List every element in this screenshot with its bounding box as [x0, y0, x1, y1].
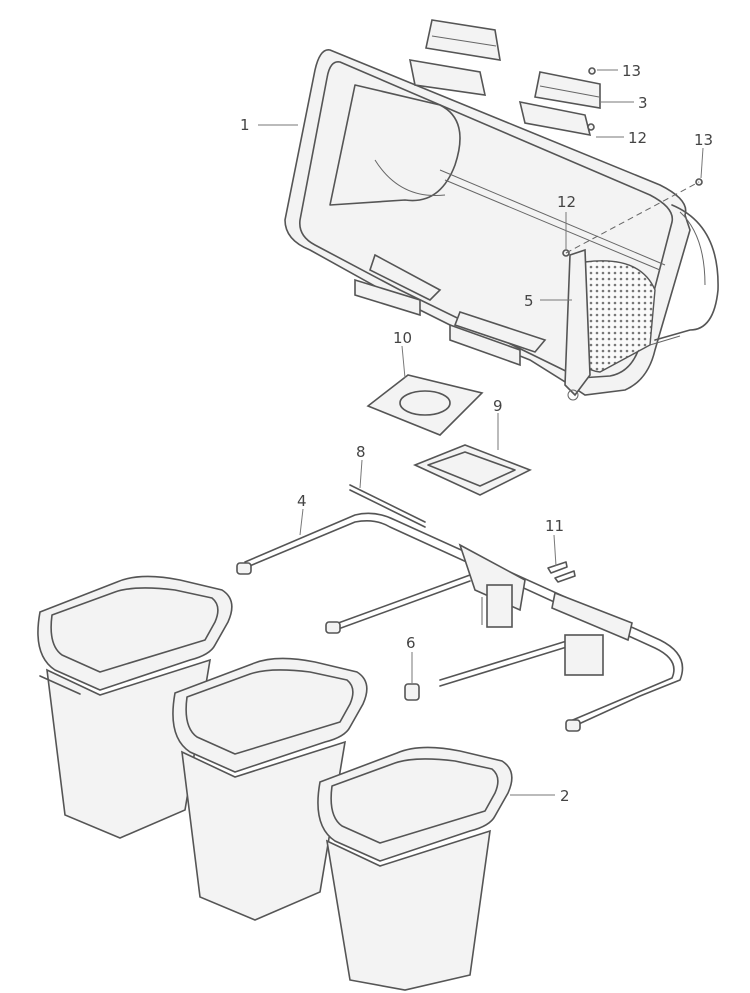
- callout-5: 5: [524, 292, 534, 310]
- leader-lines: [258, 69, 704, 796]
- clips: [547, 561, 576, 583]
- bag-housing: [284, 49, 719, 396]
- callout-8: 8: [356, 443, 366, 461]
- callout-13-right: 13: [694, 131, 713, 149]
- callout-2: 2: [560, 787, 570, 805]
- callout-13-top: 13: [622, 62, 641, 80]
- pin: [404, 683, 420, 701]
- callout-12-middle: 12: [557, 193, 576, 211]
- callout-3: 3: [638, 94, 648, 112]
- bin-left: [37, 575, 233, 839]
- callout-9: 9: [493, 397, 503, 415]
- rear-mesh-screen: [564, 248, 656, 401]
- support-frame: [236, 512, 684, 732]
- seal-ring: [412, 444, 532, 496]
- fasteners: [562, 67, 703, 257]
- bin-middle: [172, 657, 368, 921]
- support-rod: [349, 484, 426, 528]
- gasket-plate: [366, 374, 484, 436]
- callout-6: 6: [406, 634, 416, 652]
- hinge-bracket-3: [534, 71, 601, 109]
- callout-4: 4: [297, 492, 307, 510]
- callout-1: 1: [240, 116, 250, 134]
- callout-12-top: 12: [628, 129, 647, 147]
- callout-10: 10: [393, 329, 412, 347]
- callout-11: 11: [545, 517, 564, 535]
- callout-labels: 1 13 3 12 13 12 5 10 9 8 4 11 6 2: [240, 62, 713, 805]
- bin-right: [317, 746, 513, 991]
- hinge-bracket-top: [425, 19, 501, 61]
